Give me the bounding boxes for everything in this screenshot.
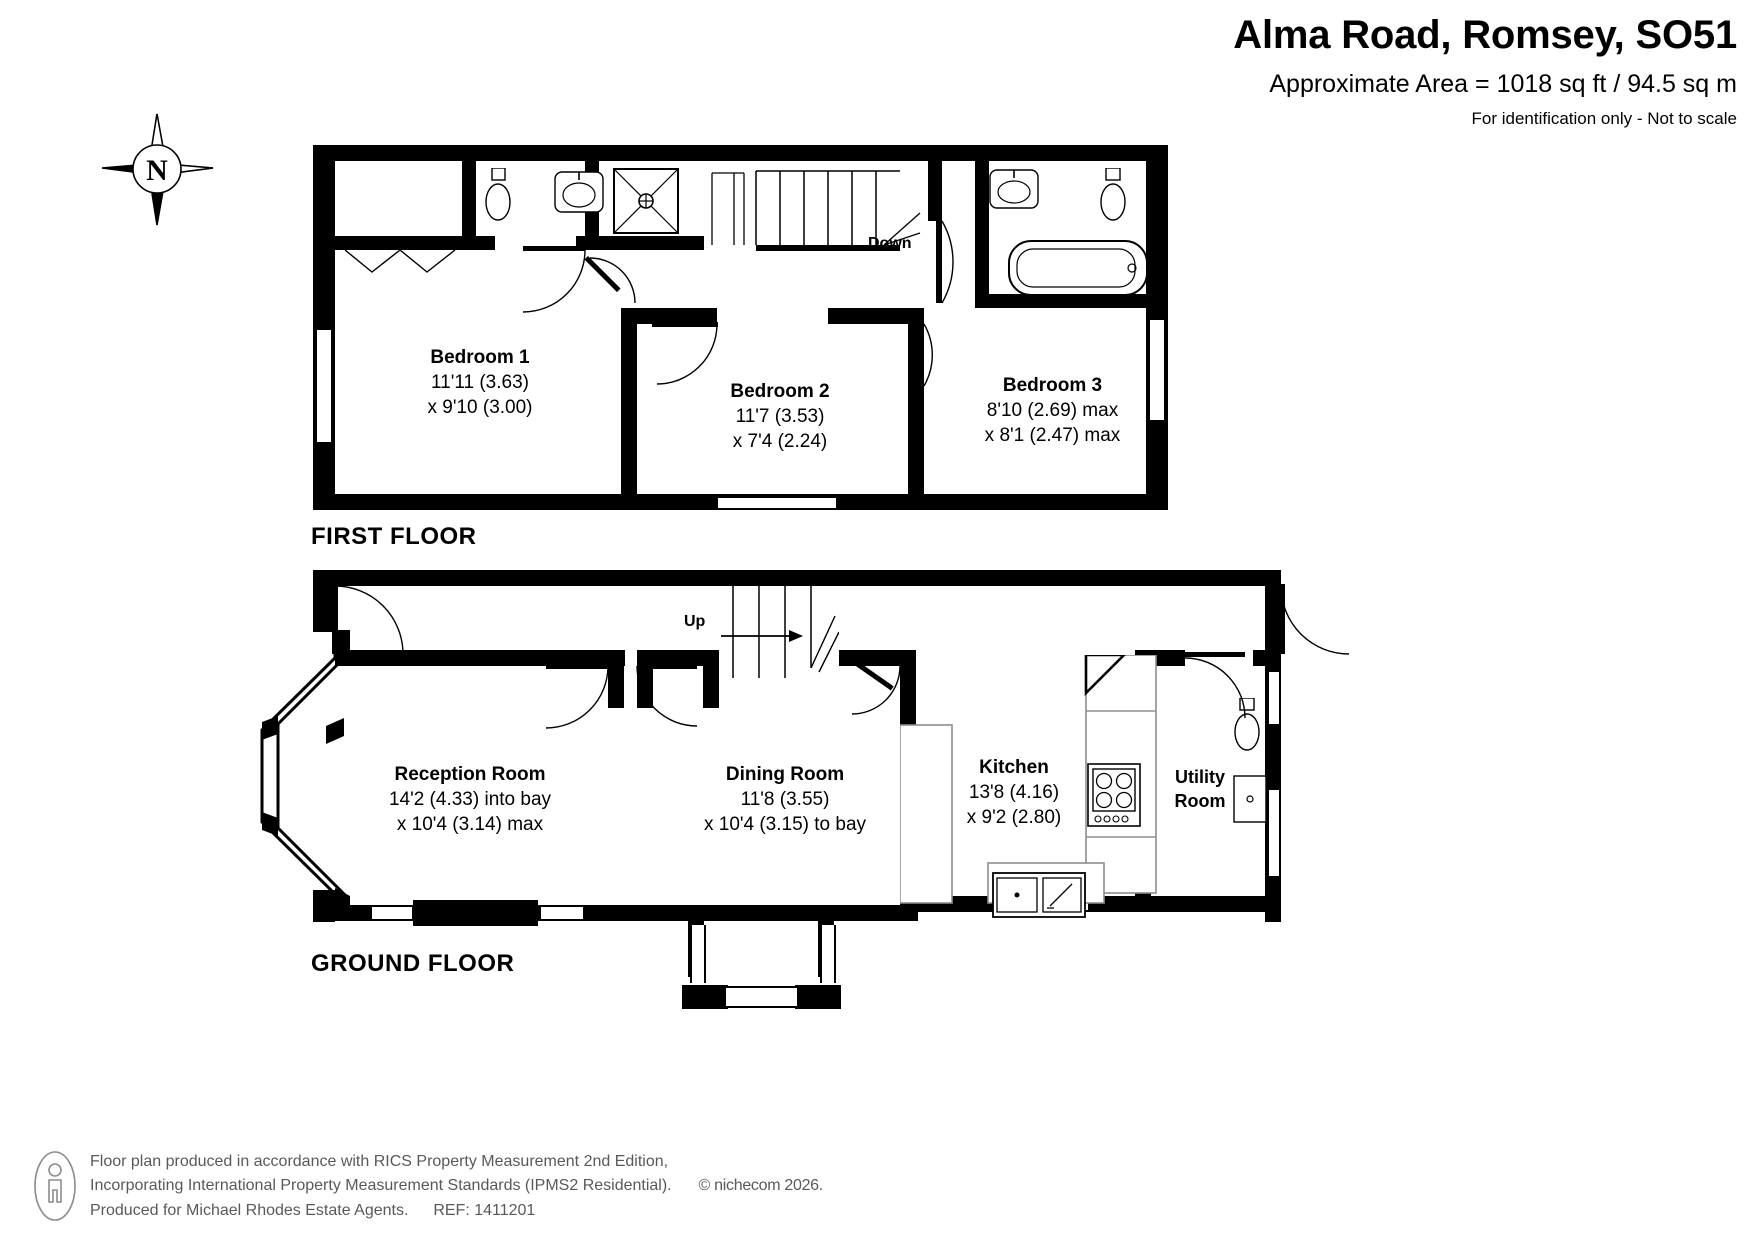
- room-name: Dining Room: [725, 764, 845, 785]
- window-utility-right: [1267, 672, 1281, 724]
- room-name: Bedroom 3: [1002, 375, 1103, 396]
- toilet-icon-first-right: [1100, 168, 1126, 221]
- wall-hall-top-left: [335, 650, 625, 666]
- wall-utility-bottom: [1135, 896, 1281, 912]
- footer: Floor plan produced in accordance with R…: [34, 1150, 823, 1223]
- footer-producer: Produced for Michael Rhodes Estate Agent…: [90, 1201, 409, 1219]
- footer-line-2: Incorporating International Property Mea…: [90, 1174, 823, 1198]
- wall-ground-left-top: [313, 570, 335, 632]
- wall-bathroom-bottom: [975, 294, 1147, 308]
- window-dining-bay: [726, 986, 797, 1008]
- chimney-breast-reception: [413, 900, 538, 926]
- window-dining-bay-left: [690, 925, 706, 983]
- room-dimension-1: 8'10 (2.69) max: [986, 400, 1119, 422]
- wall-bedroom2-top-right: [828, 308, 924, 324]
- staircase-down: [704, 161, 924, 253]
- window-reception-rear: [541, 905, 583, 921]
- header: Alma Road, Romsey, SO51 Approximate Area…: [1233, 12, 1737, 129]
- room-dimension-2: x 10'4 (3.14) max: [396, 814, 544, 836]
- room-label-dining-room: Dining Room 11'8 (3.55) x 10'4 (3.15) to…: [650, 762, 920, 837]
- room-dimension-1: 13'8 (4.16): [968, 782, 1060, 804]
- wall-top-outer: [313, 145, 1168, 161]
- footer-text-block: Floor plan produced in accordance with R…: [90, 1150, 823, 1223]
- room-dimension-1: 11'11 (3.63): [431, 372, 529, 394]
- hob-icon: [1087, 763, 1141, 827]
- floor-title-first: FIRST FLOOR: [311, 523, 477, 550]
- stair-direction-up: Up: [684, 613, 706, 630]
- wall-wc-divider: [462, 161, 476, 250]
- stair-direction-down: Down: [868, 235, 912, 252]
- room-label-bedroom-2: Bedroom 2 11'7 (3.53) x 7'4 (2.24): [660, 379, 900, 454]
- wall-bay-corner-left: [682, 985, 728, 1009]
- wall-left-outer: [313, 145, 335, 510]
- staircase-up: [719, 586, 839, 678]
- wall-bay-corner-right: [795, 985, 841, 1009]
- room-name-line2: Room: [1174, 790, 1226, 811]
- room-name: Kitchen: [979, 757, 1049, 778]
- bathtub-icon: [1008, 240, 1148, 296]
- room-dimension-2: x 10'4 (3.15) to bay: [703, 814, 867, 836]
- room-name: Bedroom 2: [730, 381, 830, 402]
- wall-bedroom1-bedroom2: [621, 308, 637, 498]
- shower-icon-first: [613, 168, 679, 234]
- room-dimension-1: 11'8 (3.55): [740, 789, 830, 811]
- room-dimension-2: x 7'4 (2.24): [732, 431, 828, 453]
- window-bedroom1-left: [315, 330, 333, 442]
- footer-line-3: Produced for Michael Rhodes Estate Agent…: [90, 1199, 823, 1223]
- footer-copyright: © nichecom 2026.: [698, 1177, 824, 1195]
- toilet-icon-first-left: [485, 168, 511, 221]
- wall-bathroom-left: [975, 161, 989, 308]
- room-label-reception-room: Reception Room 14'2 (4.33) into bay x 10…: [320, 762, 620, 837]
- wall-bedroom2-top-left: [621, 308, 717, 324]
- room-dimension-2: x 9'10 (3.00): [427, 397, 533, 419]
- room-name: Bedroom 1: [430, 347, 530, 368]
- basin-icon-first-left: [554, 171, 604, 213]
- wall-landing-left: [335, 236, 495, 250]
- room-label-utility-room: Utility Room: [1152, 766, 1248, 814]
- room-label-kitchen: Kitchen 13'8 (4.16) x 9'2 (2.80): [930, 755, 1098, 830]
- compass-rose: N: [101, 113, 214, 226]
- footer-ref: REF: 1411201: [433, 1201, 536, 1219]
- footer-line-2-text: Incorporating International Property Mea…: [90, 1177, 672, 1195]
- wall-stair-ground-left: [703, 650, 719, 708]
- room-dimension-2: x 9'2 (2.80): [966, 807, 1062, 829]
- wall-bath-left-upper: [928, 161, 942, 221]
- window-bedroom3-right: [1148, 320, 1166, 420]
- window-reception-rear-2: [372, 905, 412, 921]
- window-dining-bay-right: [820, 925, 836, 983]
- window-utility-right-2: [1267, 790, 1281, 876]
- wall-dining-bottom: [688, 905, 918, 921]
- person-info-icon: [34, 1151, 76, 1221]
- basin-icon-first-right: [989, 169, 1039, 209]
- wall-utility-top-right: [1253, 650, 1281, 666]
- wall-hall-top-mid: [637, 650, 717, 666]
- basin-icon-utility: [1233, 775, 1267, 823]
- room-name: Utility: [1174, 767, 1225, 787]
- room-dimension-2: x 8'1 (2.47) max: [984, 425, 1121, 447]
- compass-north-label: N: [146, 154, 168, 187]
- window-bedroom2-bottom: [718, 496, 836, 510]
- room-dimension-1: 11'7 (3.53): [735, 406, 825, 428]
- page-title: Alma Road, Romsey, SO51: [1233, 13, 1737, 57]
- footer-line-1: Floor plan produced in accordance with R…: [90, 1153, 669, 1170]
- wall-dining-left: [637, 650, 653, 708]
- floor-title-ground: GROUND FLOOR: [311, 950, 515, 977]
- room-label-bedroom-3: Bedroom 3 8'10 (2.69) max x 8'1 (2.47) m…: [935, 373, 1170, 448]
- toilet-icon-utility: [1234, 698, 1260, 751]
- approximate-area: Approximate Area = 1018 sq ft / 94.5 sq …: [1269, 70, 1737, 98]
- wall-ground-top: [313, 570, 1281, 586]
- wall-shower-bottom: [576, 236, 718, 250]
- room-dimension-1: 14'2 (4.33) into bay: [388, 789, 552, 811]
- room-name: Reception Room: [394, 764, 546, 785]
- sink-icon: [992, 872, 1086, 918]
- room-label-bedroom-1: Bedroom 1 11'11 (3.63) x 9'10 (3.00): [350, 345, 610, 420]
- wall-bedroom2-bedroom3: [908, 308, 924, 498]
- identification-note: For identification only - Not to scale: [1471, 109, 1737, 128]
